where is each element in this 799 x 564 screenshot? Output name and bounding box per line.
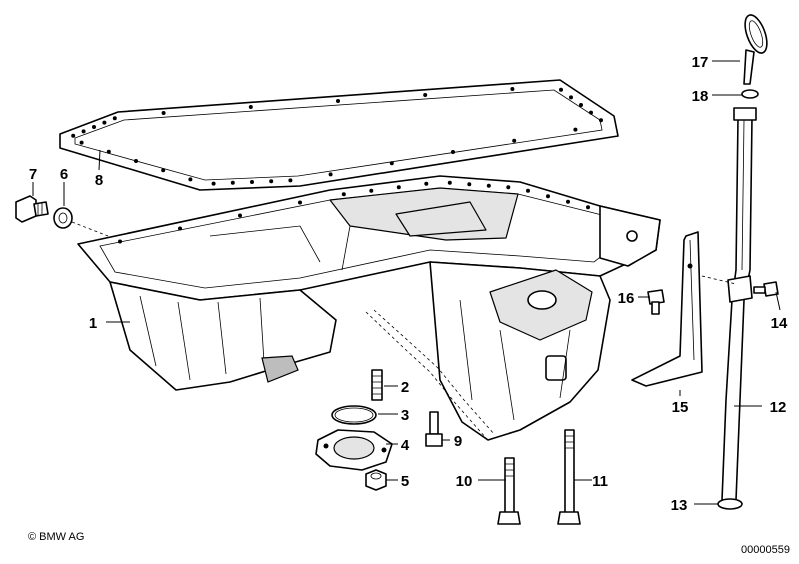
callout-13: 13 (671, 497, 688, 514)
bolt-hole (269, 179, 274, 184)
bolt-hole (106, 149, 111, 154)
bolt-hole (81, 129, 86, 134)
dipstick-guide-tube (721, 107, 757, 501)
bolt-hole (118, 239, 122, 244)
bolt-hole (451, 150, 455, 154)
bolt-hole (447, 180, 452, 185)
callout-6: 6 (60, 166, 68, 183)
oil-pan (77, 175, 661, 441)
bolt-hole (211, 181, 216, 186)
leader-lines (32, 60, 781, 505)
bolt-hole (112, 116, 117, 121)
callout-10: 10 (456, 473, 473, 490)
callout-4: 4 (401, 437, 410, 454)
tube-bracket (631, 231, 753, 387)
bolt-hole (559, 87, 563, 92)
callout-15: 15 (672, 399, 689, 416)
bolt-hole (161, 168, 166, 173)
oil-dipstick (743, 14, 768, 85)
bolt-hole (389, 161, 394, 166)
callout-9: 9 (454, 433, 462, 450)
bolt-hole (396, 185, 401, 190)
bolt-hole (230, 180, 235, 185)
callout-7: 7 (29, 166, 37, 183)
tube-o-ring (717, 498, 743, 510)
bolt-hole (424, 181, 429, 186)
callout-2: 2 (401, 379, 409, 396)
bolt-hole (369, 188, 374, 193)
bolt-hole (467, 182, 472, 187)
bolt-hole (526, 188, 530, 193)
drain-plug-bolt (15, 195, 49, 223)
bolt-hole (71, 133, 76, 138)
callout-11: 11 (592, 473, 608, 490)
bolt-hole (134, 159, 138, 163)
bolt-hole (79, 140, 84, 145)
drawing-number: 00000559 (741, 544, 790, 556)
bolt-hole (248, 105, 253, 109)
bolt-hole (599, 118, 603, 123)
dipstick-seal (741, 89, 759, 99)
bolt-hole (336, 99, 340, 103)
bolt-hole (512, 138, 517, 143)
cover-flange (315, 429, 393, 471)
bolt-hole (328, 172, 333, 177)
bolt-hole (423, 93, 428, 97)
bolt-hole (506, 185, 511, 190)
hex-bolt-9 (425, 411, 443, 447)
bolt-hole (546, 194, 550, 199)
long-bolt-11 (557, 429, 581, 525)
drain-plug-washer (53, 207, 73, 229)
bolt-hole (161, 111, 166, 115)
bolt-hole (569, 95, 573, 100)
bolt-hole (298, 200, 302, 205)
long-bolt-10 (497, 457, 521, 525)
callout-5: 5 (401, 473, 409, 490)
bolt-hole (510, 87, 515, 91)
callout-16: 16 (618, 290, 635, 307)
bolt-hole (573, 127, 578, 132)
bolt-hole (586, 205, 590, 210)
bolt-hole (486, 183, 491, 188)
bolt-hole (589, 110, 593, 115)
bracket-bolt-16 (647, 289, 665, 315)
copyright-label: © BMW AG (28, 531, 84, 543)
callout-18: 18 (692, 88, 709, 105)
bolt-hole (188, 177, 193, 182)
bolt-hole (288, 178, 293, 183)
bolt-hole (566, 199, 570, 204)
callout-12: 12 (770, 399, 787, 416)
hex-nut (365, 469, 387, 491)
callout-17: 17 (692, 54, 709, 71)
callout-14: 14 (771, 315, 788, 332)
bolt-hole (250, 180, 254, 184)
bolt-hole (102, 120, 107, 125)
bolt-hole (178, 226, 182, 231)
bolt-hole (238, 213, 242, 218)
bracket-bolt-14 (753, 281, 779, 297)
o-ring (331, 405, 377, 425)
bolt-hole (579, 103, 583, 107)
callouts: 1 2 3 4 5 6 7 8 9 10 11 12 13 14 15 16 1… (29, 54, 788, 514)
bolt-hole (341, 192, 346, 197)
oil-pan-gasket (59, 79, 619, 191)
callout-1: 1 (89, 315, 97, 332)
bolt-hole (92, 125, 96, 129)
callout-8: 8 (95, 172, 103, 189)
callout-3: 3 (401, 407, 409, 424)
stud-bolt (371, 369, 383, 401)
